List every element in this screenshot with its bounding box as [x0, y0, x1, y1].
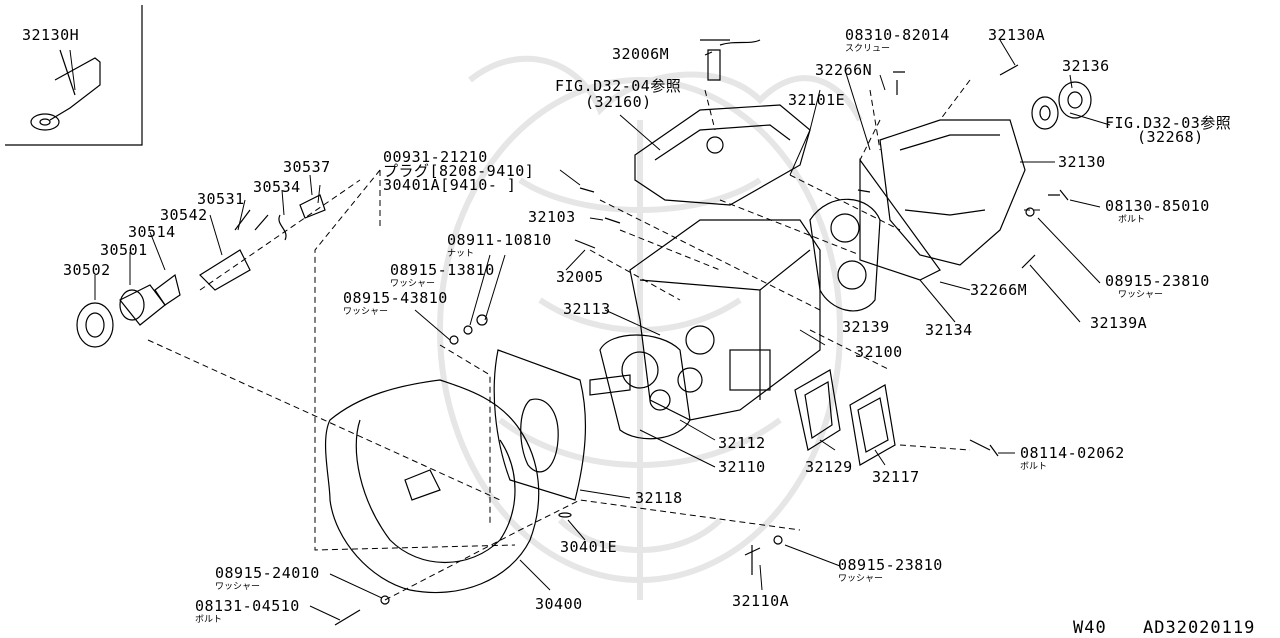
inset-frame — [5, 5, 143, 146]
label-08915-13810-sub: ワッシャー — [390, 279, 436, 289]
footer-diagram-id: AD32020119 — [1143, 618, 1256, 638]
label-30502: 30502 — [63, 261, 111, 279]
label-32130H: 32130H — [22, 26, 80, 44]
label-08114-sub: ボルト — [1020, 462, 1048, 472]
label-00931-plug: プラグ[8208-9410] — [383, 162, 535, 180]
sensor-32006M — [700, 39, 761, 81]
label-32112: 32112 — [718, 434, 766, 452]
label-08915-23810b-sub: ワッシャー — [838, 574, 884, 584]
label-08131-sub: ボルト — [195, 615, 223, 625]
footer-model-code: W40 — [1073, 618, 1107, 638]
sleeve-30514 — [154, 273, 181, 306]
label-08915-23810b: 08915-23810 — [838, 556, 943, 574]
label-32118: 32118 — [635, 489, 683, 507]
label-fig-d32-03-ref: (32268) — [1137, 128, 1204, 146]
label-32139A: 32139A — [1090, 314, 1148, 332]
label-32266N: 32266N — [815, 61, 873, 79]
label-32129: 32129 — [805, 458, 853, 476]
label-32101E: 32101E — [788, 91, 846, 109]
label-30514: 30514 — [128, 223, 176, 241]
label-32113: 32113 — [563, 300, 611, 318]
label-08130-85010: 08130-85010 — [1105, 197, 1210, 215]
label-30501: 30501 — [100, 241, 148, 259]
label-32139: 32139 — [842, 318, 890, 336]
label-08915-23810a: 08915-23810 — [1105, 272, 1210, 290]
bolt-08130-85010 — [1048, 189, 1069, 201]
label-08915-24010: 08915-24010 — [215, 564, 320, 582]
cover-32117 — [849, 384, 896, 466]
label-08915-23810a-sub: ワッシャー — [1118, 290, 1164, 300]
label-08911-10810: 08911-10810 — [447, 231, 552, 249]
label-32130A: 32130A — [988, 26, 1046, 44]
label-32130: 32130 — [1058, 153, 1106, 171]
label-32136: 32136 — [1062, 57, 1110, 75]
label-30534: 30534 — [253, 178, 301, 196]
bolt-08131-04510 — [334, 609, 361, 626]
front-cover-32110 — [599, 334, 691, 440]
label-32006M: 32006M — [612, 45, 670, 63]
fork-30531 — [199, 249, 251, 291]
gasket-32129 — [794, 369, 841, 451]
label-08915-43810: 08915-43810 — [343, 289, 448, 307]
label-08915-13810: 08915-13810 — [390, 261, 495, 279]
label-30400: 30400 — [535, 595, 583, 613]
bolt-32110A — [744, 545, 761, 575]
label-30401A: 30401A[9410- ] — [383, 176, 517, 194]
label-fig-d32-04: FIG.D32-04参照 — [555, 77, 682, 95]
label-32117: 32117 — [872, 468, 920, 486]
label-30401E: 30401E — [560, 538, 618, 556]
gasket-32134 — [859, 158, 941, 281]
bearing-32268 — [1031, 96, 1059, 130]
bolt-08114-02062 — [969, 439, 999, 457]
label-30537: 30537 — [283, 158, 331, 176]
label-32266M: 32266M — [970, 281, 1028, 299]
label-08114-02062: 08114-02062 — [1020, 444, 1125, 462]
pivot-30537 — [299, 194, 326, 219]
label-00931-21210: 00931-21210 — [383, 148, 488, 166]
label-fig-d32-04-ref: (32160) — [585, 93, 652, 111]
extension-housing-32130 — [879, 119, 1026, 266]
label-32103: 32103 — [528, 208, 576, 226]
gasket-32118 — [493, 349, 587, 501]
bearing-32136 — [1058, 81, 1092, 119]
label-08131-04510: 08131-04510 — [195, 597, 300, 615]
label-08911-sub: ナット — [447, 249, 475, 259]
label-32100: 32100 — [855, 343, 903, 361]
bolt-32130A — [999, 64, 1019, 76]
label-08915-43810-sub: ワッシャー — [343, 307, 389, 317]
label-fig-d32-03: FIG.D32-03参照 — [1105, 114, 1232, 132]
bellhousing-30400 — [324, 379, 540, 594]
label-30542: 30542 — [160, 206, 208, 224]
label-08130-sub: ボルト — [1118, 215, 1146, 225]
label-32110A: 32110A — [732, 592, 790, 610]
label-30531: 30531 — [197, 190, 245, 208]
bracket-eye — [30, 113, 60, 131]
label-08915-24010-sub: ワッシャー — [215, 582, 261, 592]
top-cover-32160 — [634, 104, 811, 206]
label-08310-82014: 08310-82014 — [845, 26, 950, 44]
bracket-32130H — [49, 57, 101, 121]
label-08310-82014-sub: スクリュー — [845, 44, 891, 54]
spring-30534 — [278, 214, 287, 241]
screw-08310-82014 — [893, 71, 905, 95]
watermark-logo — [437, 55, 863, 600]
seal-30502 — [76, 302, 114, 348]
label-32110: 32110 — [718, 458, 766, 476]
main-case-32100 — [629, 219, 821, 421]
label-32134: 32134 — [925, 321, 973, 339]
label-32005: 32005 — [556, 268, 604, 286]
